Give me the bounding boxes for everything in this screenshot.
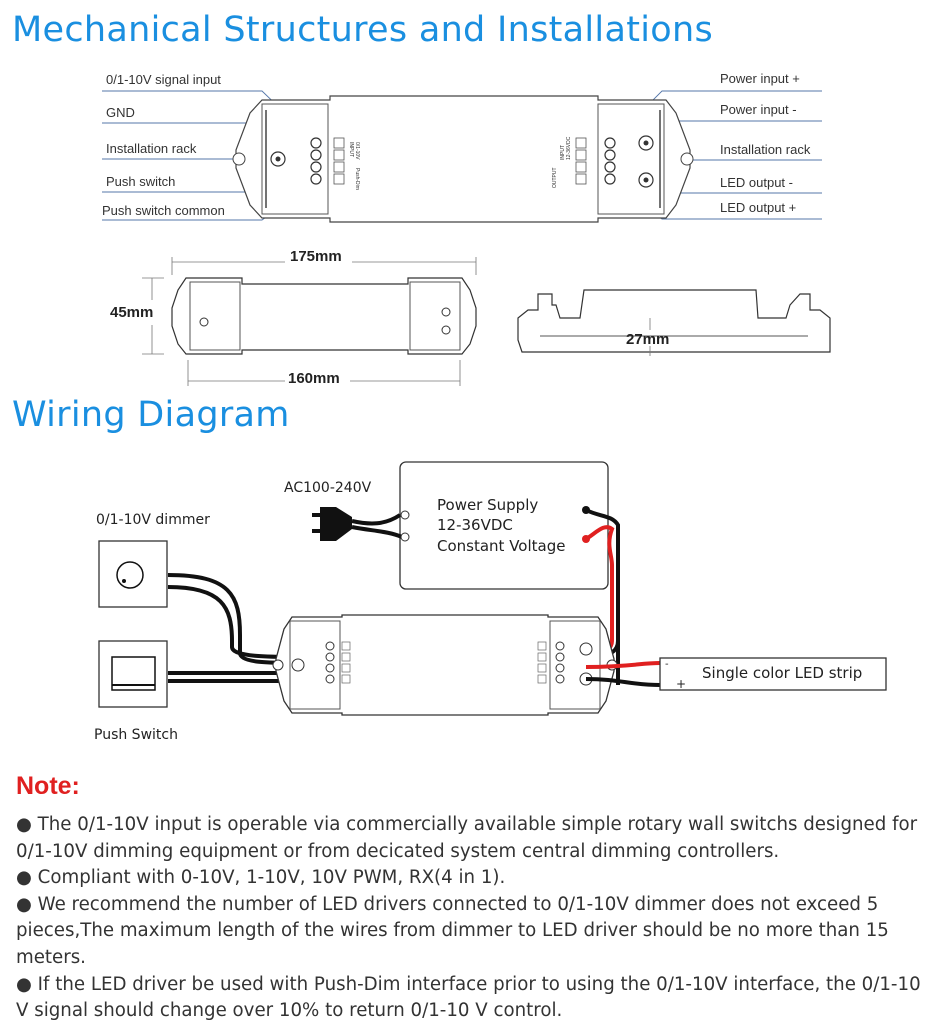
wiring-diagram: Power Supply 12-36VDC Constant Voltage A… bbox=[94, 461, 887, 743]
input-v-range-mark: 12-36VDC bbox=[566, 136, 572, 160]
note-item: ● If the LED driver be used with Push-Di… bbox=[16, 973, 921, 1022]
label-power-plus: Power input + bbox=[720, 71, 800, 86]
notes-list: ● The 0/1-10V input is operable via comm… bbox=[16, 812, 921, 1025]
input-range-mark: 0/1-10V bbox=[354, 142, 360, 160]
psu-line-1: Power Supply bbox=[437, 496, 538, 514]
mechanical-diagram: INPUT 0/1-10V Push-Dim OUTPUT INPUT 12-3… bbox=[102, 71, 831, 387]
dim-height: 27mm bbox=[626, 331, 669, 348]
mechanical-title: Mechanical Structures and Installations bbox=[12, 10, 713, 50]
psu-line-2: 12-36VDC bbox=[437, 516, 513, 534]
label-led-plus: LED output + bbox=[720, 200, 796, 215]
led-strip-label: Single color LED strip bbox=[702, 664, 862, 682]
note-title: Note: bbox=[16, 772, 80, 800]
ac-plug-icon bbox=[312, 507, 403, 541]
label-gnd: GND bbox=[106, 105, 135, 120]
psu-line-3: Constant Voltage bbox=[437, 537, 565, 555]
label-installation-rack-left: Installation rack bbox=[106, 141, 197, 156]
label-power-minus: Power input - bbox=[720, 102, 797, 117]
label-installation-rack-right: Installation rack bbox=[720, 142, 811, 157]
push-switch-label: Push Switch bbox=[94, 727, 178, 743]
wiring-title: Wiring Diagram bbox=[12, 395, 290, 435]
note-item: ● The 0/1-10V input is operable via comm… bbox=[16, 814, 918, 862]
label-signal-input: 0/1-10V signal input bbox=[106, 72, 221, 87]
strip-plus: + bbox=[676, 677, 686, 691]
output-mark: OUTPUT bbox=[552, 167, 558, 188]
dim-length-inner: 160mm bbox=[288, 370, 340, 387]
label-push-switch-common: Push switch common bbox=[102, 203, 225, 218]
dim-length-outer: 175mm bbox=[290, 248, 342, 265]
dim-width: 45mm bbox=[110, 304, 153, 321]
label-led-minus: LED output - bbox=[720, 175, 793, 190]
input-mark: INPUT bbox=[348, 142, 354, 157]
input-v-mark: INPUT bbox=[560, 145, 566, 160]
note-item: ● We recommend the number of LED drivers… bbox=[16, 893, 889, 968]
led-driver bbox=[275, 614, 615, 716]
led-strip bbox=[659, 657, 887, 691]
strip-minus: - bbox=[665, 659, 669, 670]
dimmer-knob-icon bbox=[116, 561, 144, 589]
ac-label: AC100-240V bbox=[284, 480, 372, 496]
label-push-switch: Push switch bbox=[106, 174, 175, 189]
dimmer-label: 0/1-10V dimmer bbox=[96, 512, 210, 528]
push-dim-mark: Push-Dim bbox=[354, 168, 360, 190]
dimmer-device bbox=[98, 540, 168, 608]
note-item: ● Compliant with 0-10V, 1-10V, 10V PWM, … bbox=[16, 867, 506, 889]
